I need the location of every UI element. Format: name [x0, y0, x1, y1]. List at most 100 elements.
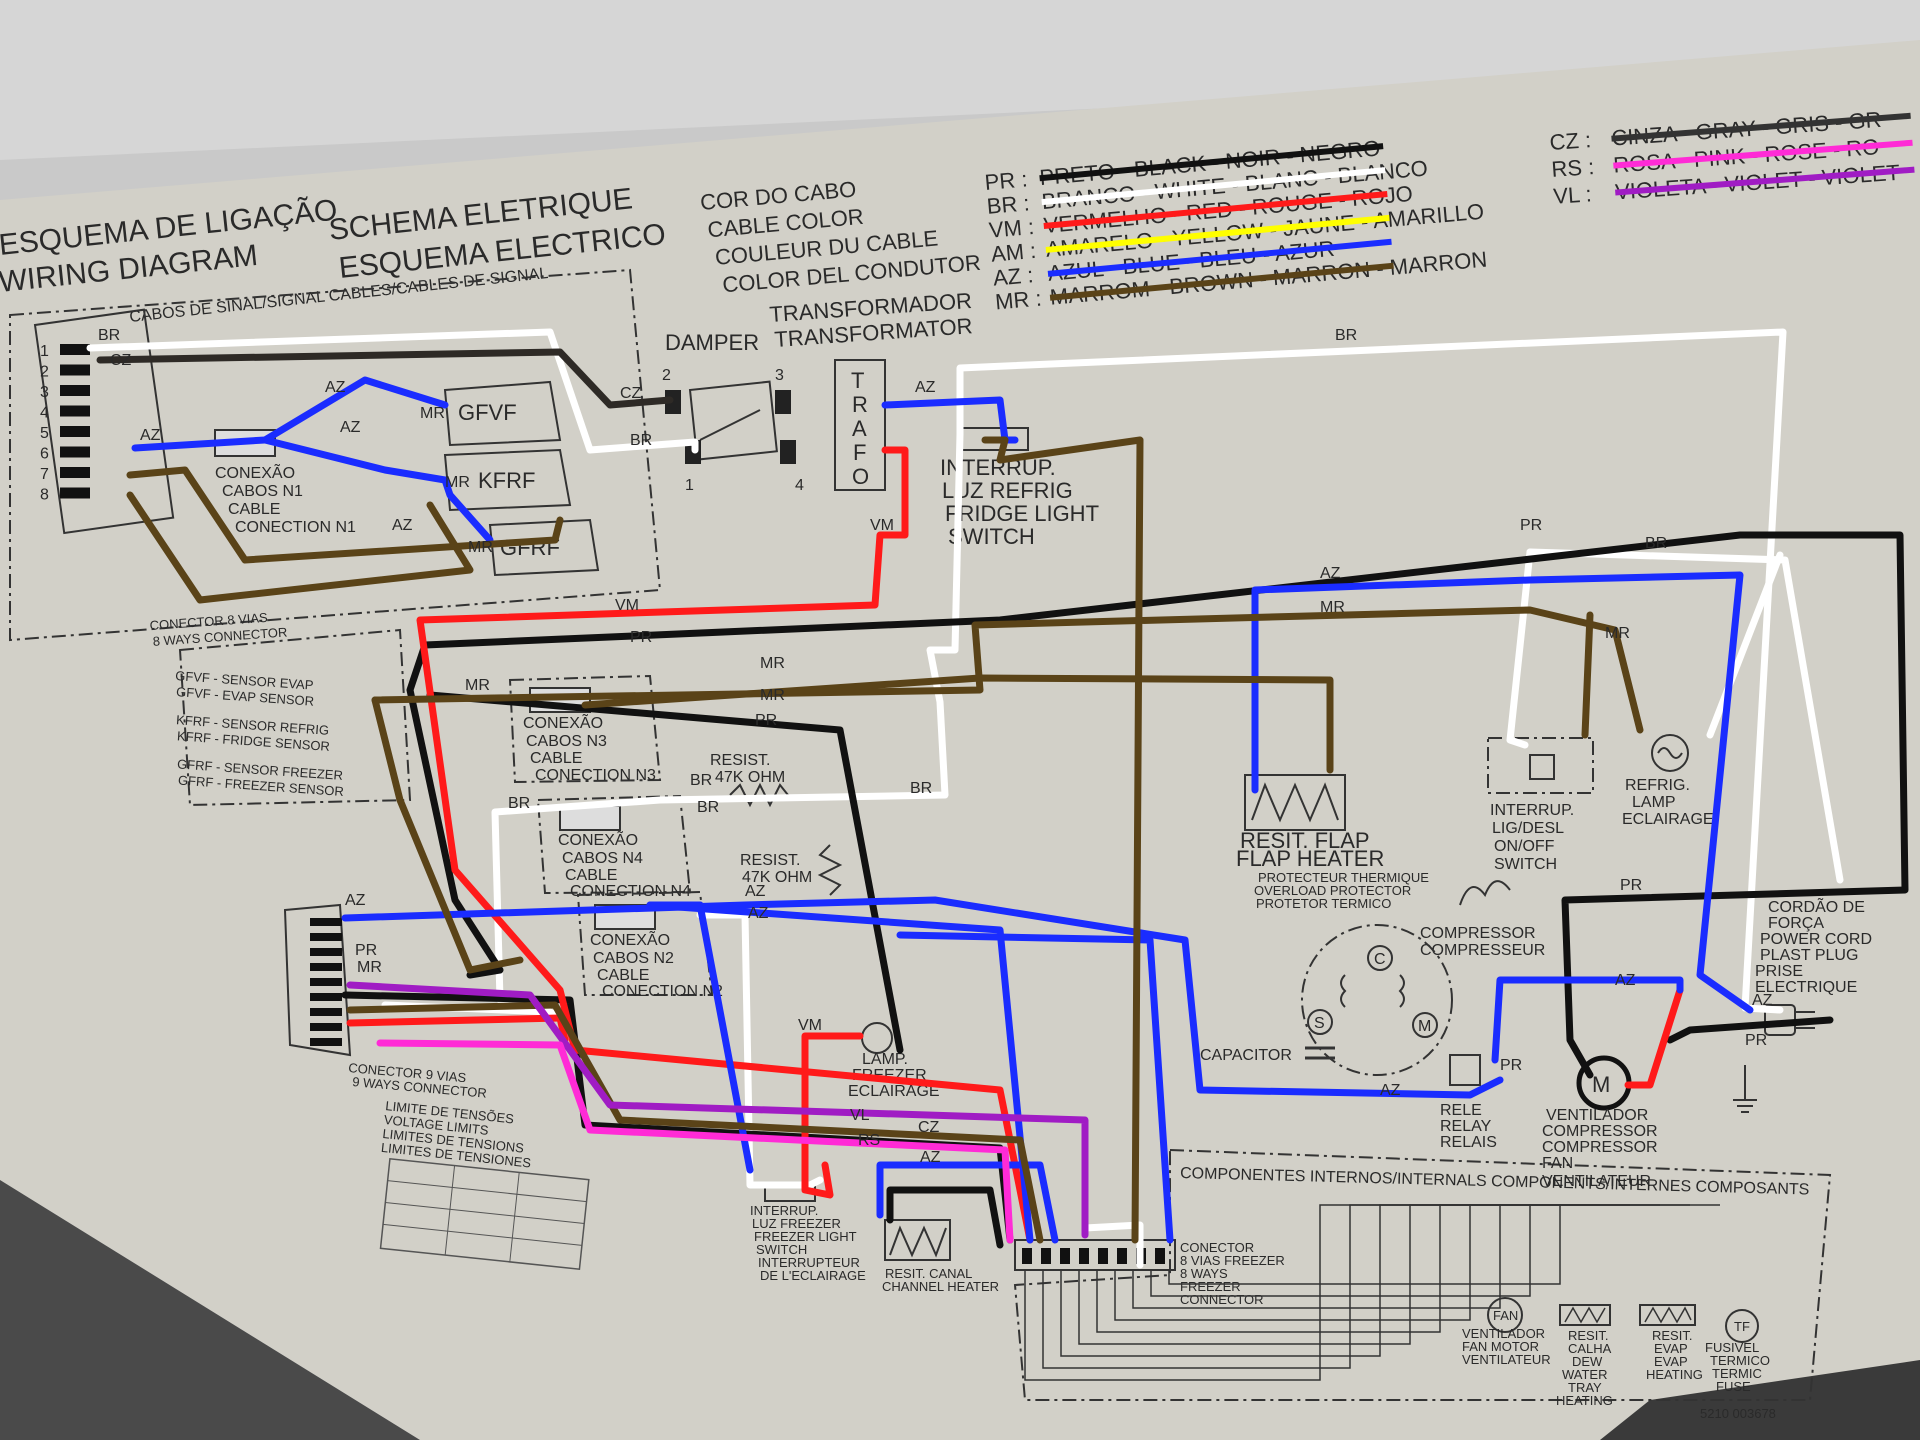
dew-tray-line-2: CALHA: [1568, 1341, 1612, 1356]
label-mr-right: MR: [1320, 599, 1345, 616]
legend-swatch-vl: [1615, 166, 1915, 196]
conexao-n2-line-3: CABLE: [597, 967, 649, 984]
wire-brown-onoff: [1581, 611, 1594, 739]
channel-heater-line-2: CHANNEL HEATER: [882, 1279, 999, 1294]
label-az-n2: AZ: [748, 905, 769, 922]
pin8-number: 1: [40, 343, 49, 360]
label-az-n2-b: AZ: [745, 883, 766, 900]
freezer-switch-line-5: INTERRUPTEUR: [758, 1255, 860, 1270]
flap-heater-line-1: RESIT. FLAP: [1240, 828, 1370, 853]
label-az-left: AZ: [345, 892, 366, 909]
wire-brown-trafo: [981, 436, 1144, 1244]
thermal-line-3: PROTETOR TERMICO: [1256, 896, 1391, 911]
tf-symbol: TF: [1734, 1319, 1750, 1334]
evap-heater-line-2: EVAP: [1654, 1341, 1688, 1356]
pin8-contact: [60, 364, 90, 376]
label-mr-n3-3: MR: [760, 687, 785, 704]
wire-red-fan: [1624, 986, 1684, 1089]
legend-code-az: AZ :: [992, 262, 1034, 290]
relay-line-1: RELE: [1440, 1102, 1482, 1119]
pin8-contact: [60, 426, 90, 437]
wire-white-main: [956, 328, 1787, 1014]
dark-corner: [0, 1180, 420, 1440]
wire-white-2: [491, 430, 964, 1009]
label-br-n4: BR: [508, 795, 530, 812]
label-mr-1: MR: [420, 405, 445, 422]
cable-color-title: COR DO CABO CABLE COLOR COULEUR DU CABLE…: [699, 176, 982, 297]
gfvf-label: GFVF: [458, 400, 517, 425]
resistor-1: RESIST. 47K OHM: [710, 752, 789, 808]
conexao-n2-line-4: CONECTION N2: [602, 983, 723, 1000]
freezer-pin-contact: [1060, 1248, 1070, 1264]
freezer-switch-line-4: SWITCH: [756, 1242, 807, 1257]
trafo-o: O: [852, 464, 869, 489]
resistor-2: RESIST. 47K OHM: [740, 844, 843, 896]
label-mr-right-2: MR: [1605, 625, 1630, 642]
dew-tray-line-4: WATER: [1562, 1367, 1608, 1382]
pin8-number: 6: [40, 446, 49, 463]
wire-white-right-2: [1526, 548, 1844, 884]
damper-pin-3: 3: [775, 367, 784, 384]
legend-code-pr: PR :: [984, 166, 1029, 195]
fan-line-2: COMPRESSOR: [1542, 1123, 1658, 1140]
label-vm-trafo: VM: [870, 517, 894, 534]
conexao-n1-line-4: CONECTION N1: [235, 519, 356, 536]
wire-red-lamp: [801, 1032, 864, 1199]
fan-line-4: FAN: [1542, 1155, 1573, 1172]
label-br-right: BR: [1645, 535, 1667, 552]
freezer-connector-line-5: CONNECTOR: [1180, 1292, 1264, 1307]
conexao-n3-line-3: CABLE: [530, 750, 582, 767]
power-cord-line-2: FORÇA: [1768, 915, 1824, 932]
conexao-n4-line-4: CONECTION N4: [570, 883, 691, 900]
legend-swatch-cz: [1611, 112, 1911, 142]
refrig-lamp-line-1: REFRIG.: [1625, 777, 1690, 794]
label-az-cap: AZ: [1380, 1082, 1401, 1099]
freezer-light-switch: INTERRUP. LUZ FREEZER FREEZER LIGHT SWIT…: [750, 1184, 866, 1283]
freezer-pin-contact: [1098, 1248, 1108, 1264]
label-vm-2: VM: [615, 597, 639, 614]
label-pr-1: PR: [630, 629, 652, 646]
internal-bus-lines: [1024, 1204, 1720, 1381]
fuse-line-4: FUSE: [1716, 1379, 1751, 1394]
label-az-2: AZ: [340, 419, 361, 436]
legend-code-vl: VL :: [1553, 181, 1593, 209]
part-number: 5210 003678: [1700, 1406, 1776, 1421]
capacitor-label: CAPACITOR: [1200, 1047, 1292, 1064]
pin9-contact: [310, 918, 342, 926]
label-br-res: BR: [690, 772, 712, 789]
wire-violet: [346, 981, 1089, 1239]
wire-blue-main: [1251, 571, 1754, 1014]
wire-black-2: [426, 691, 904, 1054]
label-az-trafo: AZ: [915, 379, 936, 396]
wire-black-3: [1666, 1016, 1834, 1044]
wire-blue-heater: [876, 1161, 1059, 1244]
pin9-contact: [310, 963, 342, 971]
label-az-cord: AZ: [1752, 992, 1773, 1009]
pin8-contact: [60, 446, 90, 458]
damper-pin-4: 4: [795, 477, 804, 494]
label-vm-lamp: VM: [798, 1017, 822, 1034]
power-cord: CORDÃO DE FORÇA POWER CORD PLAST PLUG PR…: [1733, 896, 1872, 1113]
pin8-contact: [60, 467, 90, 478]
label-az-fan: AZ: [1615, 972, 1636, 989]
wire-pink: [376, 1039, 1014, 1244]
wire-brown-bottom: [346, 1001, 1044, 1244]
wire-blue-4: [896, 931, 1174, 1244]
pin9-contact: [310, 1023, 342, 1031]
voltage-limits: LIMITE DE TENSÕES VOLTAGE LIMITS LIMITES…: [379, 1098, 590, 1271]
freezer-switch-line-2: LUZ FREEZER: [752, 1216, 841, 1231]
fan-motor-line-3: VENTILATEUR: [1462, 1352, 1551, 1367]
resist2-line-2: 47K OHM: [742, 869, 812, 886]
resist2-line-1: RESIST.: [740, 852, 800, 869]
label-br-2: BR: [630, 432, 652, 449]
trafo-a: A: [852, 416, 867, 441]
label-vl: VL: [850, 1107, 870, 1124]
trafo-r: R: [852, 392, 868, 417]
legend-code-mr: MR :: [994, 286, 1042, 315]
conexao-n4-line-3: CABLE: [565, 867, 617, 884]
damper-label: DAMPER: [665, 330, 759, 355]
conexao-n1-line-2: CABOS N1: [222, 483, 303, 500]
fan-line-1: VENTILADOR: [1546, 1107, 1648, 1124]
onoff-line-3: ON/OFF: [1494, 838, 1555, 855]
fuse-line-3: TERMIC: [1712, 1366, 1762, 1381]
